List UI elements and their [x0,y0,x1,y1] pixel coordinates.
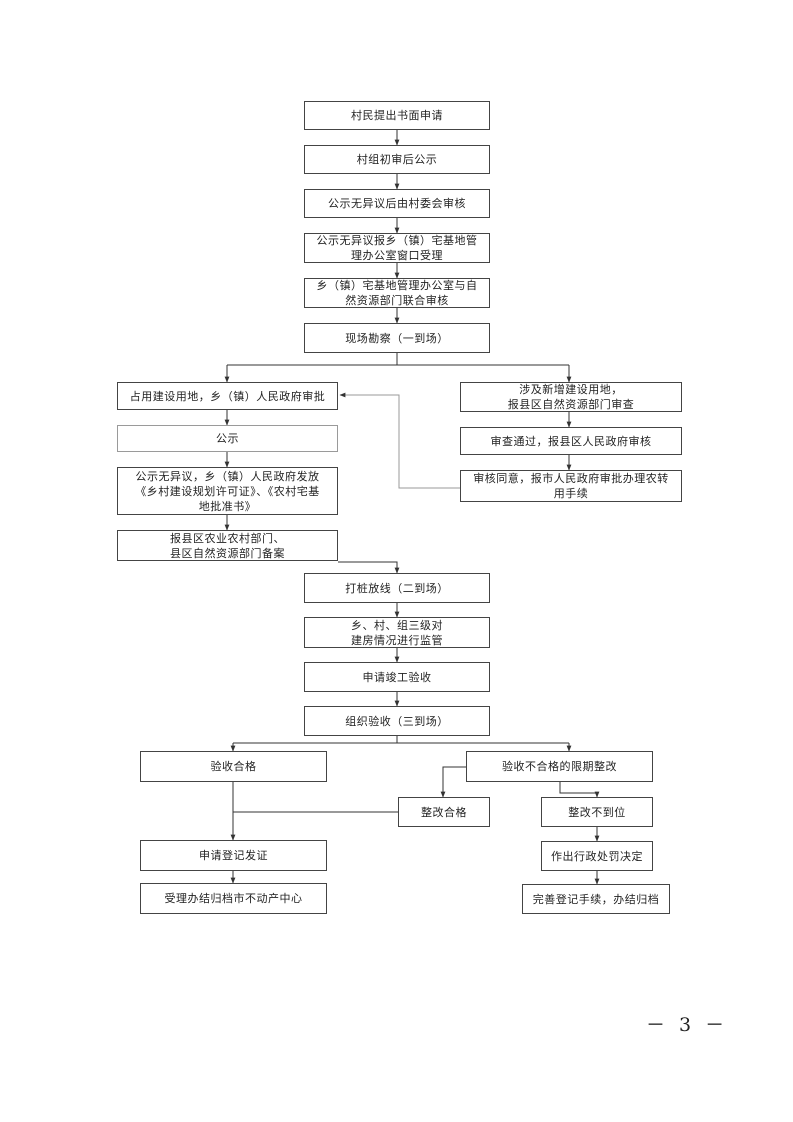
step-window-acceptance: 公示无异议报乡（镇）宅基地管 理办公室窗口受理 [304,233,490,263]
step-joint-review: 乡（镇）宅基地管理办公室与自 然资源部门联合审核 [304,278,490,308]
step-preliminary-review: 村组初审后公示 [304,145,490,174]
arrow-left4-s7 [338,561,400,574]
arrow-right3-to-left1 [339,392,460,489]
step-archive: 受理办结归档市不动产中心 [140,883,327,914]
step-site-survey: 现场勘察（一到场） [304,323,490,353]
step-register-certificate: 申请登记发证 [140,840,327,871]
right-new-land-review: 涉及新增建设用地， 报县区自然资源部门审查 [460,382,682,412]
step-village-committee-review: 公示无异议后由村委会审核 [304,189,490,218]
left-filing: 报县区农业农村部门、 县区自然资源部门备案 [117,530,338,561]
step-completion-application: 申请竣工验收 [304,662,490,692]
step-written-application: 村民提出书面申请 [304,101,490,130]
rectified-ok: 整改合格 [398,797,490,827]
step-staking-out: 打桩放线（二到场） [304,573,490,603]
result-accepted: 验收合格 [140,751,327,782]
step-penalty: 作出行政处罚决定 [541,841,653,871]
left-publicity: 公示 [117,425,338,452]
result-rectify: 验收不合格的限期整改 [466,751,653,782]
left-township-approval: 占用建设用地，乡（镇）人民政府审批 [117,382,338,410]
right-city-approval: 审核同意，报市人民政府审批办理农转 用手续 [460,470,682,502]
step-acceptance-inspection: 组织验收（三到场） [304,706,490,736]
step-supervision: 乡、村、组三级对 建房情况进行监管 [304,617,490,648]
left-issue-permits: 公示无异议，乡（镇）人民政府发放 《乡村建设规划许可证》、《农村宅基 地批准书》 [117,467,338,515]
arrow-fail-fixedok [440,766,466,798]
rectified-fail: 整改不到位 [541,797,653,827]
arrow-fail-fixedfail [559,782,600,798]
right-county-review: 审查通过，报县区人民政府审核 [460,427,682,455]
step-complete-registration: 完善登记手续，办结归档 [522,884,670,914]
page-number: － 3 － [646,1014,729,1036]
